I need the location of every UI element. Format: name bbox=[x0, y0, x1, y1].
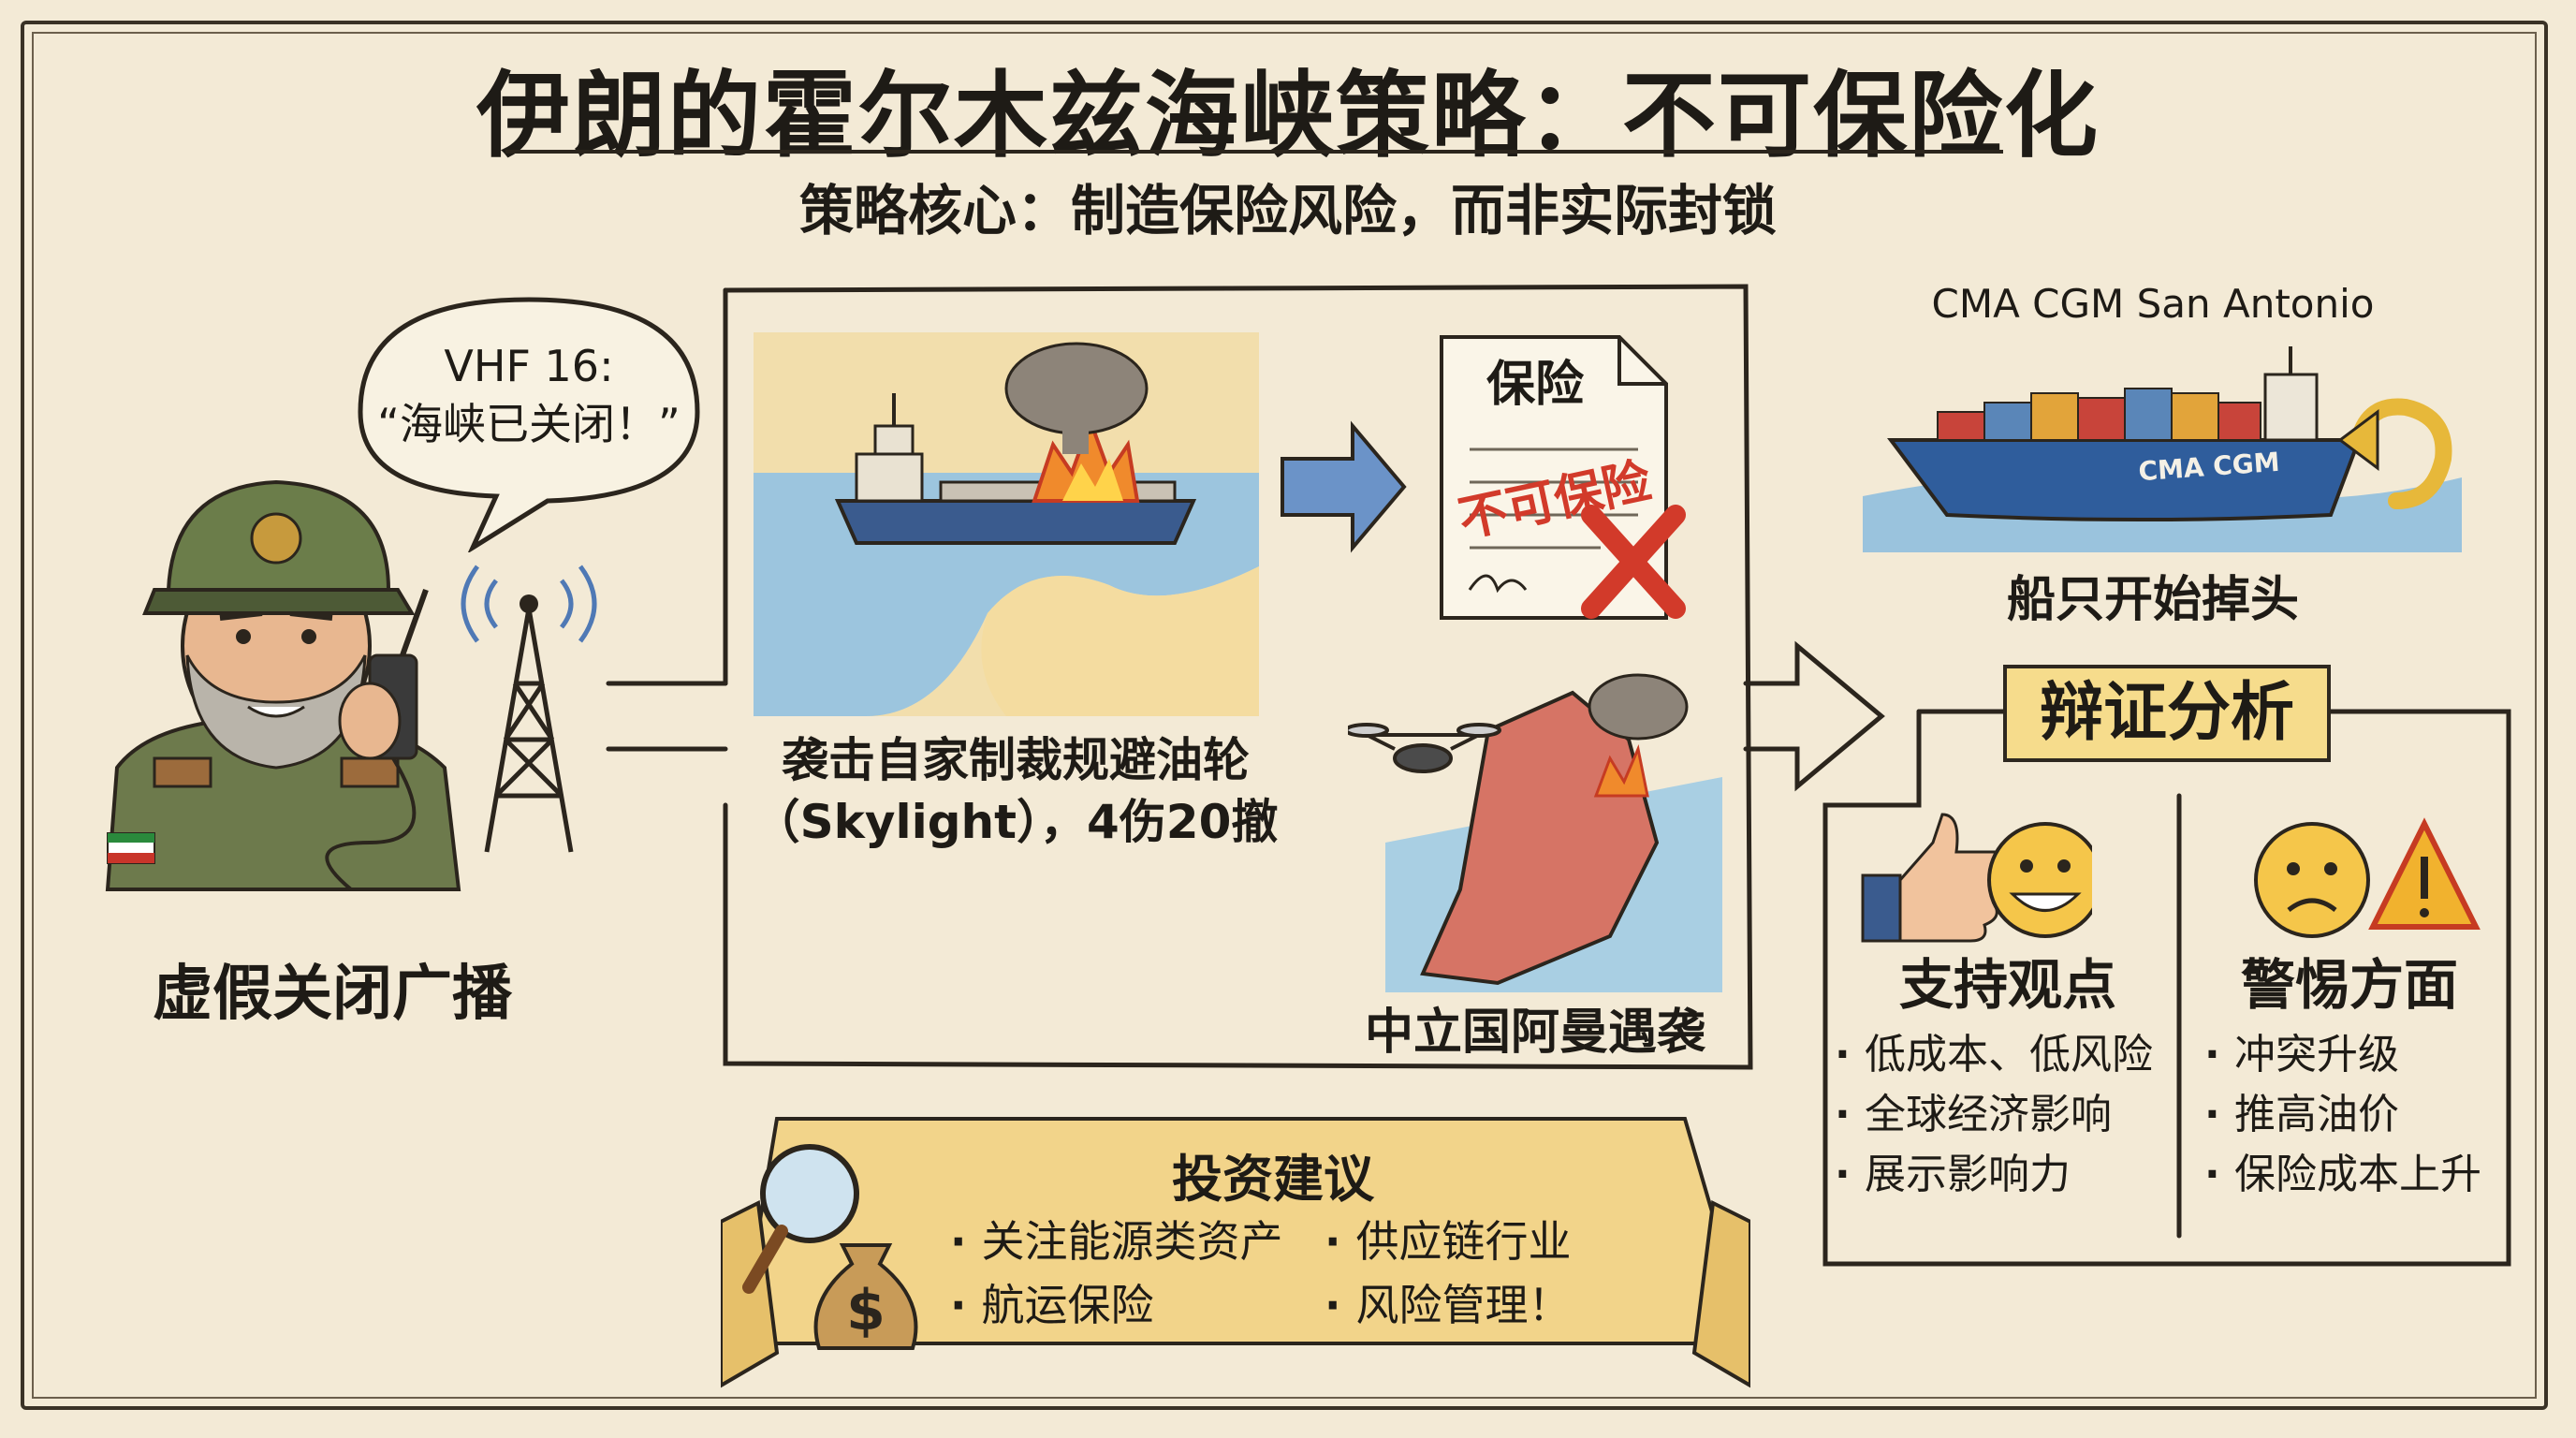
outer-frame bbox=[21, 21, 2548, 1410]
ship-name: CMA CGM San Antonio bbox=[1931, 281, 2375, 327]
speech-bubble bbox=[358, 297, 700, 552]
thumbs-up-smile-icon bbox=[1861, 813, 2092, 943]
magnifier-money-bag-icon: $ bbox=[742, 1144, 918, 1350]
pro-item: 低成本、低风险 bbox=[1835, 1025, 2181, 1085]
investment-row-2: 航运保险 风险管理！ bbox=[950, 1271, 1680, 1330]
document-title: 保险 bbox=[1486, 357, 1584, 413]
blue-arrow-icon bbox=[1281, 420, 1407, 553]
bubble-line-1: VHF 16: bbox=[444, 341, 614, 391]
bubble-line-2: “海峡已关闭！” bbox=[377, 399, 681, 449]
con-item: 冲突升级 bbox=[2204, 1025, 2504, 1085]
investment-title: 投资建议 bbox=[1172, 1150, 1374, 1209]
investment-item: 航运保险 bbox=[950, 1271, 1154, 1333]
pro-item: 展示影响力 bbox=[1835, 1145, 2181, 1205]
con-list: 冲突升级 推高油价 保险成本上升 bbox=[2204, 1025, 2504, 1205]
investment-item: 关注能源类资产 bbox=[950, 1208, 1283, 1269]
inner-frame bbox=[32, 32, 2537, 1399]
investment-item: 风险管理！ bbox=[1325, 1271, 1572, 1333]
title-underline bbox=[505, 150, 2003, 154]
con-item: 推高油价 bbox=[2204, 1085, 2504, 1145]
debate-title: 辩证分析 bbox=[2003, 665, 2331, 762]
attack-caption-line-1: 袭击自家制裁规避油轮 bbox=[782, 733, 1250, 787]
insurance-document-icon bbox=[1440, 335, 1686, 620]
oman-map-illustration bbox=[1348, 673, 1722, 992]
pro-heading: 支持观点 bbox=[1898, 953, 2116, 1017]
ship-caption: 船只开始掉头 bbox=[2006, 572, 2299, 628]
radio-tower-icon bbox=[461, 565, 597, 853]
pro-item: 全球经济影响 bbox=[1835, 1085, 2181, 1145]
con-item: 保险成本上升 bbox=[2204, 1145, 2504, 1205]
svg-text:$: $ bbox=[846, 1278, 886, 1343]
officer-illustration bbox=[105, 479, 461, 891]
page-subtitle: 策略核心：制造保险风险，而非实际封锁 bbox=[798, 179, 1777, 242]
pro-list: 低成本、低风险 全球经济影响 展示影响力 bbox=[1835, 1025, 2181, 1205]
investment-row-1: 关注能源类资产 供应链行业 bbox=[950, 1208, 1680, 1267]
attack-caption-line-2: （Skylight），4伤20撤 bbox=[753, 795, 1279, 849]
false-broadcast-caption: 虚假关闭广播 bbox=[153, 960, 512, 1029]
con-heading: 警惕方面 bbox=[2240, 953, 2458, 1017]
tanker-attack-illustration bbox=[754, 332, 1259, 716]
container-ship-illustration bbox=[1863, 346, 2462, 552]
investment-item: 供应链行业 bbox=[1325, 1208, 1572, 1269]
oman-caption: 中立国阿曼遇袭 bbox=[1364, 1005, 1705, 1061]
u-turn-arrow-icon bbox=[2340, 398, 2452, 509]
worried-face-warning-icon bbox=[2254, 817, 2481, 938]
